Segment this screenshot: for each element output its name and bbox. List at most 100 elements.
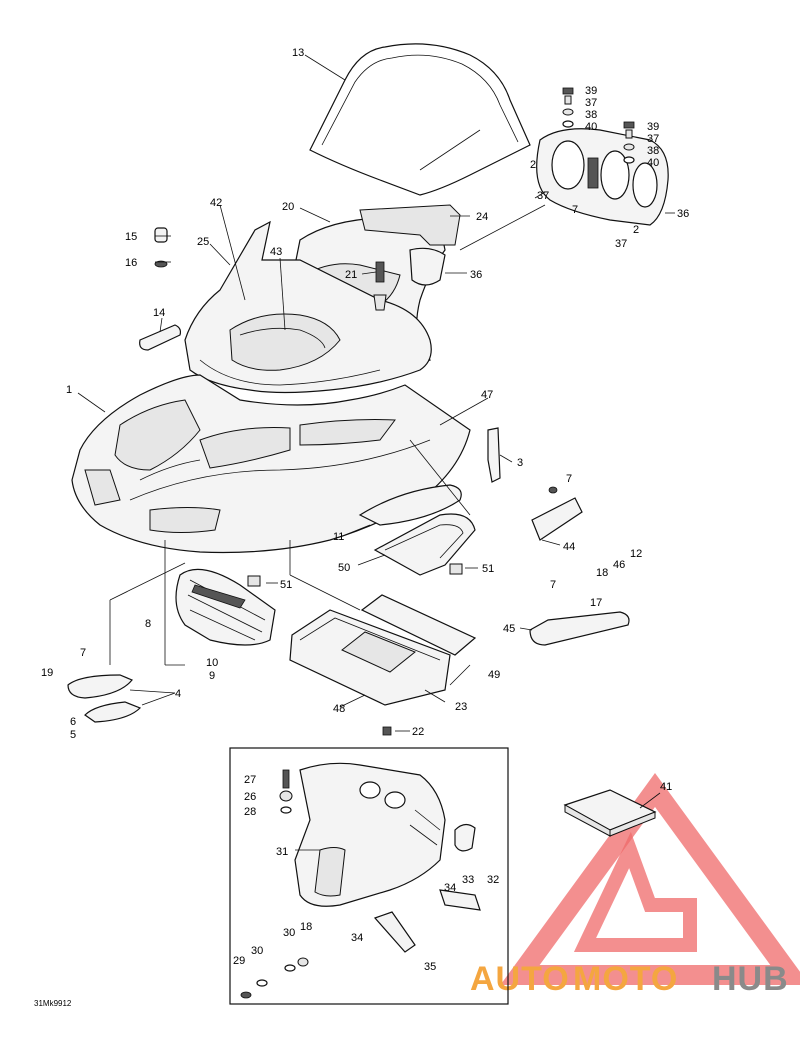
- label-18a: 18: [596, 567, 608, 579]
- label-12: 12: [630, 548, 642, 560]
- watermark-text-auto: AUTO: [470, 960, 570, 998]
- label-30a: 30: [283, 927, 295, 939]
- inset-detail-box: [229, 747, 509, 1005]
- label-37a: 37: [585, 97, 597, 109]
- storage-lid-part-11: [358, 484, 462, 526]
- bolt-part-22: [382, 726, 392, 736]
- label-7d: 7: [80, 647, 86, 659]
- fastener-stack-1: [562, 87, 574, 128]
- gauge-bezel-part: [536, 128, 669, 226]
- label-7b: 7: [566, 473, 572, 485]
- panel-part-49: [360, 594, 477, 656]
- label-7a: 7: [572, 204, 578, 216]
- label-13: 13: [292, 47, 304, 59]
- label-50: 50: [338, 562, 350, 574]
- label-38b: 38: [647, 145, 659, 157]
- watermark-inner-shape: [573, 831, 697, 952]
- label-18b: 18: [300, 921, 312, 933]
- label-19: 19: [41, 667, 53, 679]
- label-37c: 37: [537, 190, 549, 202]
- label-22: 22: [412, 726, 424, 738]
- label-15: 15: [125, 231, 137, 243]
- clip-part-51a: [247, 575, 261, 587]
- label-16: 16: [125, 257, 137, 269]
- label-31: 31: [276, 846, 288, 858]
- label-6: 6: [70, 716, 76, 728]
- label-14: 14: [153, 307, 165, 319]
- watermark-logo: AUTO MOTO HUB: [470, 773, 800, 998]
- clip-part-51b: [449, 563, 463, 575]
- label-26: 26: [244, 791, 256, 803]
- label-36a: 36: [677, 208, 689, 220]
- label-1: 1: [66, 384, 72, 396]
- plate-part-44: [531, 486, 583, 541]
- label-20: 20: [282, 201, 294, 213]
- storage-bin-part-50: [373, 513, 476, 576]
- label-7c: 7: [550, 579, 556, 591]
- label-37d: 37: [615, 238, 627, 250]
- grille-part-8: [175, 568, 276, 646]
- watermark-text-hub: HUB: [712, 960, 789, 998]
- drawing-code: 31Mk9912: [34, 999, 72, 1008]
- label-44: 44: [563, 541, 575, 553]
- label-43: 43: [270, 246, 282, 258]
- label-35: 35: [424, 961, 436, 973]
- label-49: 49: [488, 669, 500, 681]
- label-24: 24: [476, 211, 488, 223]
- label-48: 48: [333, 703, 345, 715]
- label-9: 9: [209, 670, 215, 682]
- label-37b: 37: [647, 133, 659, 145]
- label-30b: 30: [251, 945, 263, 957]
- watermark-triangle: [500, 773, 800, 985]
- label-39b: 39: [647, 121, 659, 133]
- plate-part-4b: [84, 701, 142, 723]
- label-36b: 36: [470, 269, 482, 281]
- label-51b: 51: [482, 563, 494, 575]
- label-5: 5: [70, 729, 76, 741]
- label-42: 42: [210, 197, 222, 209]
- bolt-part-21: [373, 261, 387, 311]
- label-39a: 39: [585, 85, 597, 97]
- bracket-part-3: [487, 427, 501, 483]
- label-2a: 2: [530, 159, 536, 171]
- label-11: 11: [333, 531, 344, 543]
- label-33: 33: [462, 874, 474, 886]
- label-40a: 40: [585, 121, 597, 133]
- fastener-stack-2: [623, 121, 635, 164]
- label-46: 46: [613, 559, 625, 571]
- label-4: 4: [175, 688, 181, 700]
- label-45: 45: [503, 623, 515, 635]
- handle-part-14: [139, 324, 182, 351]
- label-29: 29: [233, 955, 245, 967]
- label-28: 28: [244, 806, 256, 818]
- part-number-labels: 13 39 37 38 40 39 37 38 40 2 37 2 7 36 3…: [34, 47, 689, 1008]
- label-51a: 51: [280, 579, 292, 591]
- tray-part-48: [289, 609, 451, 706]
- label-23: 23: [455, 701, 467, 713]
- label-3: 3: [517, 457, 523, 469]
- label-32: 32: [487, 874, 499, 886]
- label-25: 25: [197, 236, 209, 248]
- label-21: 21: [345, 269, 357, 281]
- watermark-text-moto: MOTO: [573, 960, 678, 998]
- plate-part-4a: [67, 674, 133, 699]
- plug-part-15: [154, 227, 168, 268]
- windshield-part: [309, 43, 531, 196]
- label-38a: 38: [585, 109, 597, 121]
- deck-body-part: [71, 374, 471, 554]
- assembly-guide-lines: [109, 204, 546, 666]
- label-leaders: [77, 54, 675, 851]
- label-41: 41: [660, 781, 672, 793]
- label-17: 17: [590, 597, 602, 609]
- pad-part-41: [563, 789, 657, 837]
- label-47: 47: [481, 389, 493, 401]
- label-2b: 2: [633, 224, 639, 236]
- label-27: 27: [244, 774, 256, 786]
- label-34b: 34: [351, 932, 363, 944]
- label-40b: 40: [647, 157, 659, 169]
- label-10: 10: [206, 657, 218, 669]
- label-34a: 34: [444, 882, 456, 894]
- label-8: 8: [145, 618, 151, 630]
- bracket-part-45: [529, 611, 630, 646]
